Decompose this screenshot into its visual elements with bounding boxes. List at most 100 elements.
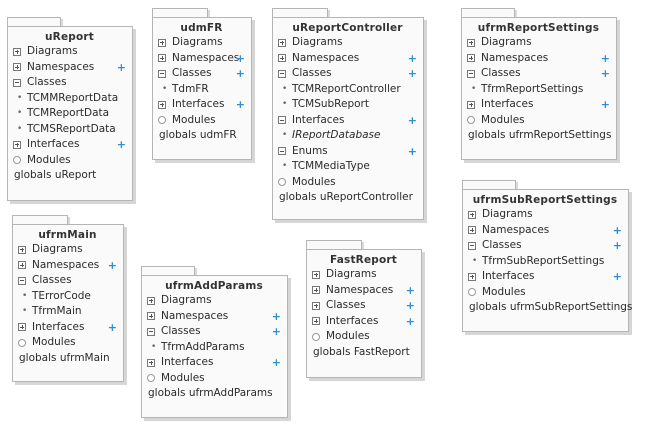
list-item[interactable]: •TCMSReportData	[13, 122, 126, 138]
section-interfaces[interactable]: Interfaces+	[158, 97, 245, 113]
add-icon[interactable]: +	[600, 98, 610, 111]
add-icon[interactable]: +	[235, 98, 245, 111]
globals-label[interactable]: globals ufrmMain	[18, 351, 117, 367]
globals-label[interactable]: globals uReport	[13, 168, 126, 184]
plus-square-icon[interactable]	[312, 286, 320, 294]
plus-square-icon[interactable]	[18, 323, 26, 331]
add-icon[interactable]: +	[407, 51, 417, 65]
add-icon[interactable]: +	[407, 67, 417, 80]
plus-square-icon[interactable]	[158, 100, 166, 109]
plus-square-icon[interactable]	[158, 38, 166, 47]
add-icon[interactable]: +	[405, 314, 415, 328]
minus-square-icon[interactable]	[278, 116, 286, 124]
plus-square-icon[interactable]	[467, 100, 475, 109]
add-icon[interactable]: +	[271, 356, 281, 369]
plus-square-icon[interactable]	[312, 301, 320, 310]
section-modules[interactable]: Modules	[468, 285, 622, 301]
list-item[interactable]: •TCMReportData	[13, 106, 126, 122]
plus-square-icon[interactable]	[147, 358, 155, 367]
globals-label[interactable]: globals ufrmReportSettings	[467, 128, 611, 144]
minus-square-icon[interactable]	[468, 241, 476, 250]
section-diagrams[interactable]: Diagrams	[278, 35, 417, 51]
list-item[interactable]: •TCMReportController	[278, 82, 417, 98]
section-namespaces[interactable]: Namespaces+	[468, 223, 622, 239]
plus-square-icon[interactable]	[467, 38, 475, 47]
section-interfaces[interactable]: Interfaces+	[13, 137, 126, 153]
add-icon[interactable]: +	[235, 51, 245, 65]
plus-square-icon[interactable]	[18, 245, 26, 254]
section-diagrams[interactable]: Diagrams	[158, 35, 245, 51]
section-namespaces[interactable]: Namespaces+	[278, 51, 417, 67]
minus-square-icon[interactable]	[278, 69, 286, 78]
section-namespaces[interactable]: Namespaces+	[467, 51, 610, 67]
minus-square-icon[interactable]	[278, 147, 286, 155]
globals-label[interactable]: globals uReportController	[278, 190, 417, 206]
plus-square-icon[interactable]	[13, 63, 21, 71]
section-classes[interactable]: Classes+	[467, 66, 610, 82]
list-item[interactable]: •TCMMReportData	[13, 91, 126, 107]
section-modules[interactable]: Modules	[147, 371, 281, 387]
add-icon[interactable]: +	[271, 325, 281, 338]
add-icon[interactable]: +	[600, 67, 610, 80]
list-item[interactable]: •TCMSubReport	[278, 97, 417, 113]
add-icon[interactable]: +	[407, 144, 417, 158]
add-icon[interactable]: +	[107, 258, 117, 272]
add-icon[interactable]: +	[600, 51, 610, 65]
section-namespaces[interactable]: Namespaces+	[13, 60, 126, 76]
section-classes[interactable]: Classes+	[468, 238, 622, 254]
section-classes[interactable]: Classes+	[158, 66, 245, 82]
plus-square-icon[interactable]	[467, 54, 475, 62]
plus-square-icon[interactable]	[312, 270, 320, 279]
section-modules[interactable]: Modules	[18, 335, 117, 351]
add-icon[interactable]: +	[405, 283, 415, 297]
list-item[interactable]: •TErrorCode	[18, 289, 117, 305]
section-diagrams[interactable]: Diagrams	[18, 242, 117, 258]
section-namespaces[interactable]: Namespaces+	[147, 309, 281, 325]
list-item[interactable]: •TfrmMain	[18, 304, 117, 320]
add-icon[interactable]: +	[612, 223, 622, 237]
list-item[interactable]: •TfrmAddParams	[147, 340, 281, 356]
minus-square-icon[interactable]	[18, 276, 26, 285]
list-item[interactable]: •TdmFR	[158, 82, 245, 98]
section-classes[interactable]: Classes	[18, 273, 117, 289]
section-diagrams[interactable]: Diagrams	[312, 267, 415, 283]
plus-square-icon[interactable]	[158, 54, 166, 62]
plus-square-icon[interactable]	[278, 38, 286, 47]
section-diagrams[interactable]: Diagrams	[147, 293, 281, 309]
globals-label[interactable]: globals FastReport	[312, 345, 415, 361]
plus-square-icon[interactable]	[13, 47, 21, 56]
plus-square-icon[interactable]	[147, 312, 155, 320]
plus-square-icon[interactable]	[468, 226, 476, 234]
list-item[interactable]: •TfrmSubReportSettings	[468, 254, 622, 270]
add-icon[interactable]: +	[116, 60, 126, 74]
section-modules[interactable]: Modules	[158, 113, 245, 129]
section-namespaces[interactable]: Namespaces+	[158, 51, 245, 67]
minus-square-icon[interactable]	[467, 69, 475, 78]
add-icon[interactable]: +	[407, 113, 417, 127]
section-diagrams[interactable]: Diagrams	[468, 207, 622, 223]
plus-square-icon[interactable]	[147, 296, 155, 305]
list-item[interactable]: •IReportDatabase	[278, 128, 417, 144]
add-icon[interactable]: +	[271, 309, 281, 323]
globals-label[interactable]: globals ufrmAddParams	[147, 386, 281, 402]
add-icon[interactable]: +	[612, 239, 622, 252]
add-icon[interactable]: +	[612, 270, 622, 283]
section-interfaces[interactable]: Interfaces+	[468, 269, 622, 285]
section-classes[interactable]: Classes+	[278, 66, 417, 82]
minus-square-icon[interactable]	[147, 327, 155, 336]
section-interfaces[interactable]: Interfaces+	[467, 97, 610, 113]
plus-square-icon[interactable]	[468, 272, 476, 281]
section-namespaces[interactable]: Namespaces+	[312, 283, 415, 299]
plus-square-icon[interactable]	[278, 54, 286, 62]
section-diagrams[interactable]: Diagrams	[13, 44, 126, 60]
globals-label[interactable]: globals udmFR	[158, 128, 245, 144]
plus-square-icon[interactable]	[18, 261, 26, 269]
